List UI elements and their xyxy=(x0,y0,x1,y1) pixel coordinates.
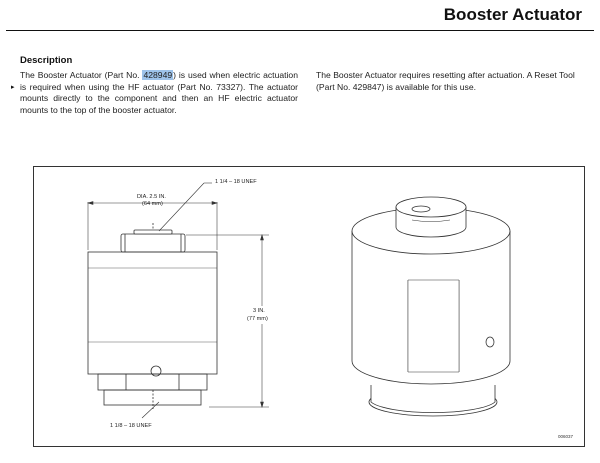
highlighted-part-number[interactable]: 428949 xyxy=(142,70,174,80)
top-thread-label: 1 1/4 – 18 UNEF xyxy=(215,179,257,185)
page-title: Booster Actuator xyxy=(443,5,582,24)
dimension-lines xyxy=(87,182,269,419)
height-mm-label: (77 mm) xyxy=(247,316,268,322)
top-nut-outline xyxy=(120,233,186,253)
main-body-outline xyxy=(87,251,218,375)
technical-drawing: 1 1/4 – 18 UNEF DIA. 2.5 IN. (64 mm) 3 I… xyxy=(33,166,585,447)
description-text-start: The Booster Actuator (Part No. xyxy=(20,70,143,80)
front-elevation-view xyxy=(87,223,218,409)
height-label: 3 IN. xyxy=(253,308,265,314)
diameter-mm-label: (64 mm) xyxy=(142,201,163,207)
diameter-label: DIA. 2.5 IN. xyxy=(137,194,166,200)
change-marker-icon: ▸ xyxy=(11,84,15,91)
title-rule xyxy=(6,30,594,31)
actuator-drawing-svg xyxy=(87,182,511,419)
description-text-end: ) is used when electric actuation is req… xyxy=(20,70,298,115)
isometric-view xyxy=(351,196,511,417)
top-stem-outline xyxy=(133,229,173,235)
description-left-paragraph: The Booster Actuator (Part No. 428949) i… xyxy=(20,70,298,116)
bottom-hex-outline xyxy=(97,373,208,391)
bottom-thread-outline xyxy=(103,389,202,406)
figure-id-label: 006037 xyxy=(558,434,574,439)
section-heading-description: Description xyxy=(20,55,73,66)
reset-hole-outline xyxy=(150,365,162,377)
bottom-thread-label: 1 1/8 – 18 UNEF xyxy=(110,423,152,429)
description-right-paragraph: The Booster Actuator requires resetting … xyxy=(316,70,575,92)
